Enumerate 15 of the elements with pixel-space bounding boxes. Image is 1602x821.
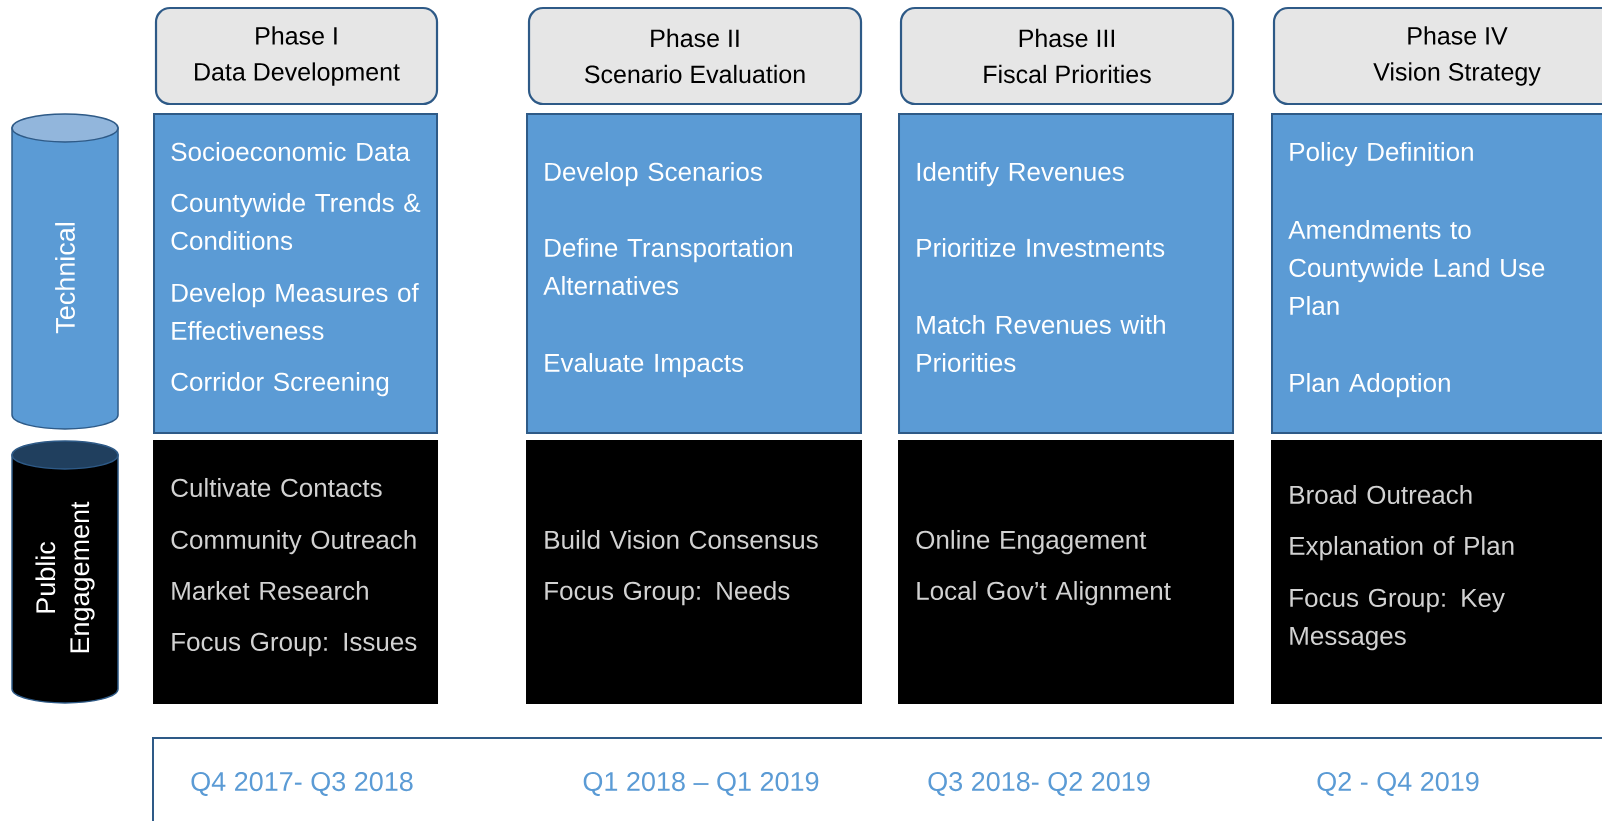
task-box: Develop Scenarios Define Transportation Alternatives Evaluate Impacts: [526, 113, 862, 434]
phase-header-box: Phase II Scenario Evaluation: [527, 6, 863, 106]
phase-header-box: Phase IV Vision Strategy: [1272, 6, 1602, 106]
task-box: Identify Revenues Prioritize Investments Match Revenues with Priorities: [898, 113, 1234, 434]
task-box: Socioeconomic Data Countywide Trends & Conditions Develop Measures of Effectiveness Corridor Screening: [153, 113, 438, 434]
task-box: Build Vision Consensus Focus Group: Needs: [526, 440, 862, 704]
timeline-band: Q4 2017- Q3 2018 Q1 2018 – Q1 2019 Q3 2018- Q2 2019 Q2 - Q4 2019: [152, 737, 1602, 821]
cylinder: Public Engagement: [11, 440, 119, 704]
task-box: Online Engagement Local Gov’t Alignment: [898, 440, 1234, 704]
task-box: Cultivate Contacts Community Outreach Market Research Focus Group: Issues: [153, 440, 438, 704]
phase-header-box: Phase I Data Development: [154, 6, 439, 106]
task-box: Policy Definition Amendments to Countywide Land Use Plan Plan Adoption: [1271, 113, 1602, 434]
phase-header-box: Phase III Fiscal Priorities: [899, 6, 1235, 106]
task-box: Broad Outreach Explanation of Plan Focus Group: Key Messages: [1271, 440, 1602, 704]
cylinder: Technical: [11, 113, 119, 430]
